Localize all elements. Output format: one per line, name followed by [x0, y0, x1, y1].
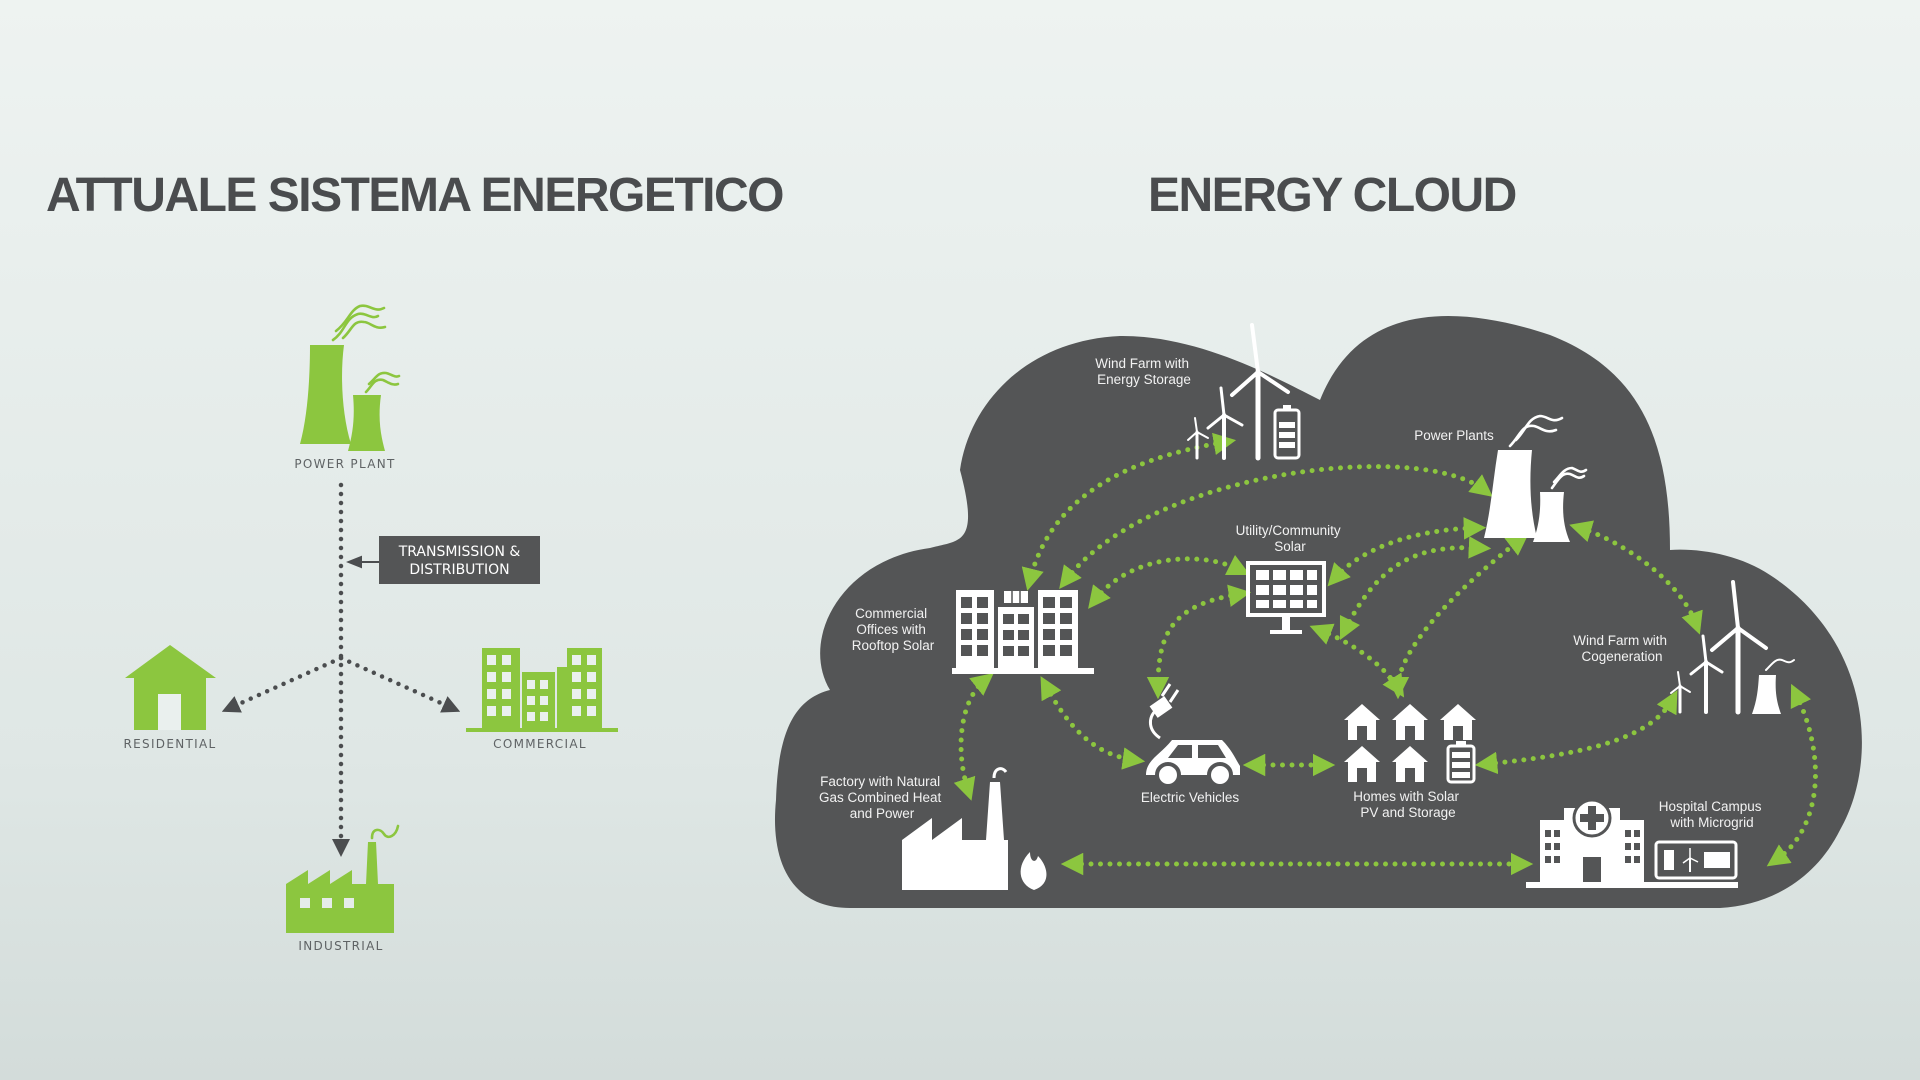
- industrial-factory-icon: [286, 824, 400, 933]
- utility-solar-label: Utility/Community Solar: [1236, 523, 1345, 554]
- wind-storage-label: Wind Farm with Energy Storage: [1095, 356, 1193, 387]
- factory-label: Factory with Natural Gas Combined Heat a…: [819, 774, 945, 821]
- power-plant-icon: [300, 304, 401, 451]
- factory-chp-icon: [902, 767, 1047, 890]
- power-plants-icon: [1484, 414, 1588, 542]
- transmission-label-line2: DISTRIBUTION: [409, 562, 509, 578]
- hospital-microgrid-icon: [1526, 798, 1738, 888]
- commercial-buildings-icon: [466, 648, 618, 732]
- wind-cogen-label: Wind Farm with Cogeneration: [1573, 633, 1671, 664]
- energy-cloud-title: ENERGY CLOUD: [1148, 169, 1517, 222]
- wind-turbines-cogeneration-icon: [1670, 580, 1795, 715]
- energy-flow-arrows: [953, 432, 1818, 876]
- electric-vehicles-label: Electric Vehicles: [1141, 790, 1240, 805]
- homes-label: Homes with Solar PV and Storage: [1353, 789, 1463, 820]
- transmission-box: TRANSMISSION & DISTRIBUTION: [346, 536, 540, 584]
- current-system-title: ATTUALE SISTEMA ENERGETICO: [46, 169, 785, 222]
- transmission-lines: [221, 482, 461, 857]
- solar-panel-icon: [1246, 561, 1326, 634]
- electric-vehicle-icon: [1146, 683, 1240, 788]
- power-plant-label: POWER PLANT: [294, 457, 395, 471]
- homes-storage-icon: [1344, 704, 1476, 784]
- commercial-label: COMMERCIAL: [493, 737, 587, 751]
- wind-turbines-storage-icon: [1187, 323, 1301, 461]
- commercial-offices-label: Commercial Offices with Rooftop Solar: [852, 606, 935, 653]
- residential-house-icon: [125, 645, 216, 730]
- hospital-label: Hospital Campus with Microgrid: [1659, 799, 1766, 830]
- commercial-offices-icon: [952, 590, 1094, 674]
- transmission-label-line1: TRANSMISSION &: [398, 544, 521, 560]
- industrial-label: INDUSTRIAL: [298, 939, 383, 953]
- residential-label: RESIDENTIAL: [124, 737, 217, 751]
- power-plants-label: Power Plants: [1414, 428, 1494, 443]
